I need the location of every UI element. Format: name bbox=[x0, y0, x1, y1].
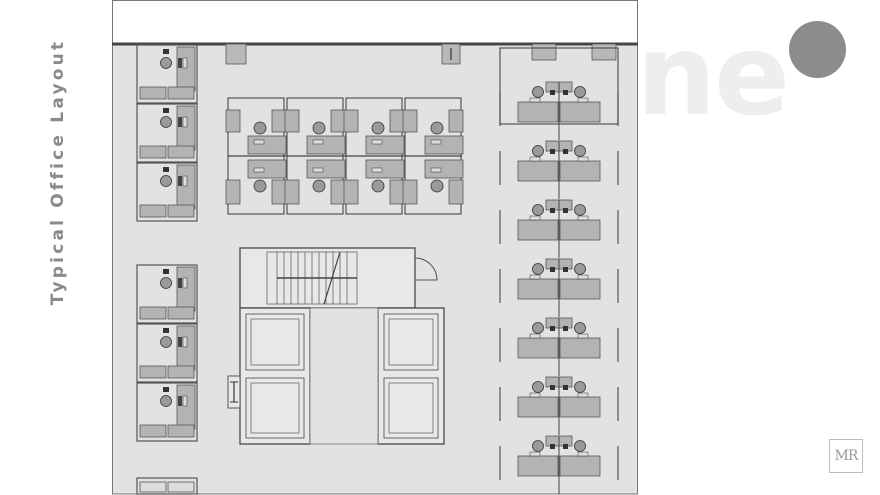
brand-logo: MR bbox=[829, 439, 863, 473]
office-floor-plan bbox=[112, 0, 638, 495]
core-stair bbox=[239, 247, 438, 309]
slide-title: Typical Office Layout bbox=[48, 38, 68, 306]
accent-circle bbox=[789, 21, 846, 78]
core-elevators bbox=[227, 307, 445, 445]
logo-text: MR bbox=[834, 448, 859, 464]
workstation-cluster-center bbox=[225, 97, 464, 215]
workstation-cluster-east bbox=[499, 47, 619, 495]
workstation-cluster-west-lower bbox=[136, 264, 198, 495]
